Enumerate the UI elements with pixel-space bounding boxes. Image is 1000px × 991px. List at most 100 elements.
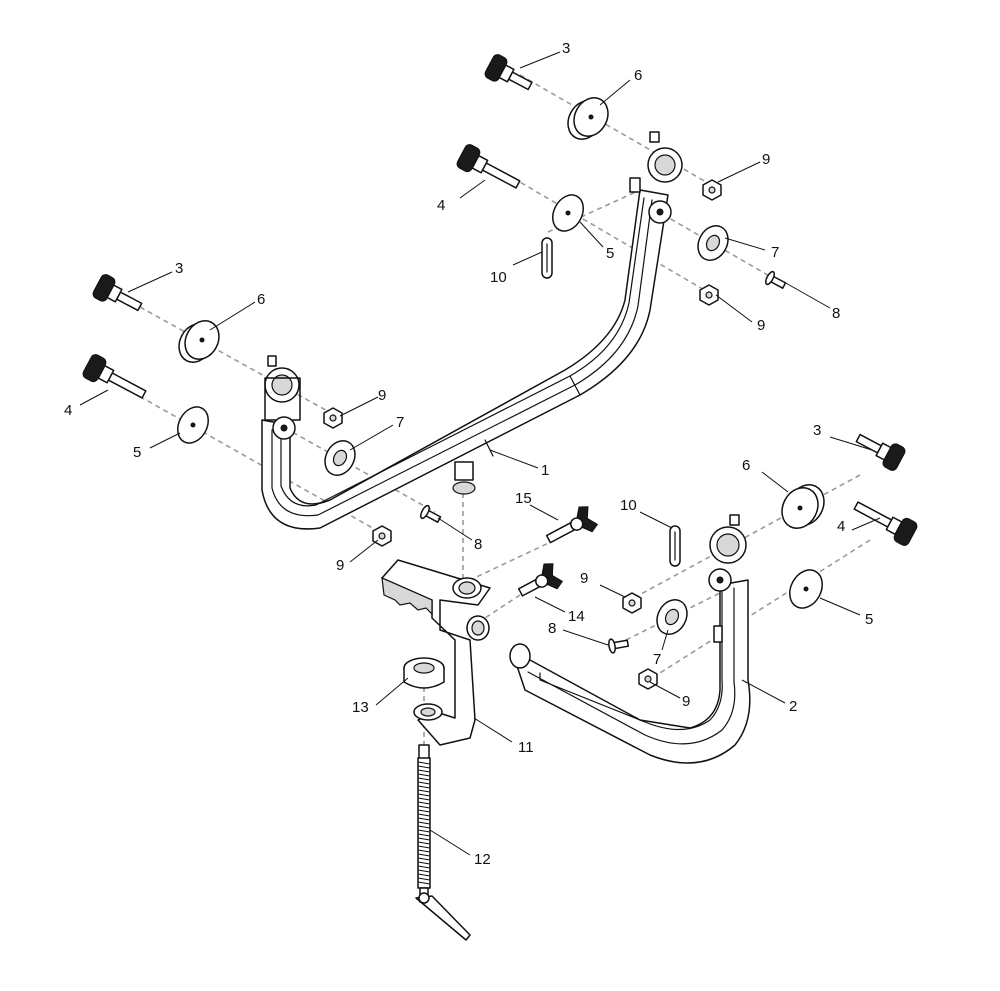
threaded-rod-12 — [415, 744, 471, 941]
nut-9-f — [638, 668, 658, 690]
rod-thread — [417, 817, 431, 821]
rod-thread — [417, 853, 431, 857]
callout-5-top: 5 — [606, 245, 614, 262]
knob-screw-3-top — [484, 54, 533, 91]
rod-thread — [417, 813, 431, 817]
callout-7-right: 7 — [653, 651, 661, 668]
callout-4-right: 4 — [837, 518, 845, 535]
washer-5-top — [552, 194, 584, 232]
pin-8-right — [608, 638, 630, 654]
rod-thread — [417, 777, 431, 781]
callout-8-left: 8 — [474, 536, 482, 553]
callout-4-top: 4 — [437, 197, 445, 214]
knob-screw-3-right — [855, 433, 906, 471]
spacer-7-top — [697, 225, 729, 261]
clamp-body-11 — [381, 559, 491, 746]
disc-6-left — [178, 320, 220, 363]
callout-5-right: 5 — [865, 611, 873, 628]
callout-7-top: 7 — [771, 244, 779, 261]
rod-thread — [417, 789, 431, 793]
nut-9-c — [323, 407, 343, 429]
callout-10-top: 10 — [490, 269, 507, 286]
clip-10-right — [669, 525, 681, 567]
rod-thread — [417, 781, 431, 785]
clamp-pad-13 — [403, 657, 445, 689]
washer-5-left — [177, 406, 209, 444]
callout-6-right: 6 — [742, 457, 750, 474]
rod-thread — [417, 793, 431, 797]
callout-12: 12 — [474, 851, 491, 868]
callout-8-right: 8 — [548, 620, 556, 637]
callout-9-d: 9 — [336, 557, 344, 574]
rod-thread — [417, 825, 431, 829]
rod-thread — [417, 821, 431, 825]
rod-thread — [417, 773, 431, 777]
callout-11: 11 — [518, 739, 534, 756]
knob-screw-4-right — [853, 501, 918, 546]
bracket-arm-1 — [261, 131, 683, 530]
callout-13: 13 — [352, 699, 369, 716]
disc-6-top — [567, 97, 609, 140]
callout-3-right: 3 — [813, 422, 821, 439]
callout-labels: 1 2 3 3 3 4 4 4 5 5 5 6 6 6 7 7 7 8 8 8 … — [64, 40, 873, 868]
callout-9-c: 9 — [378, 387, 386, 404]
bracket-arm-2 — [509, 514, 751, 764]
rod-thread — [417, 873, 431, 877]
pin-8-top — [765, 270, 787, 289]
callout-9-a: 9 — [762, 151, 770, 168]
wing-screw-15 — [545, 506, 599, 544]
nut-9-b — [699, 284, 719, 306]
knob-screw-4-left — [82, 354, 147, 399]
rod-thread — [417, 765, 431, 769]
rod-thread — [417, 829, 431, 833]
knob-screw-4-top — [456, 144, 521, 189]
callout-9-b: 9 — [757, 317, 765, 334]
leader-lines — [79, 51, 881, 856]
nut-9-a — [702, 179, 722, 201]
callout-3-top: 3 — [562, 40, 570, 57]
wing-screw-14 — [517, 563, 564, 597]
pin-8-left — [420, 504, 442, 523]
washer-5-right — [789, 569, 823, 609]
rod-thread — [417, 801, 431, 805]
callout-3-left: 3 — [175, 260, 183, 277]
spacer-7-right — [656, 599, 688, 635]
callout-10-right: 10 — [620, 497, 637, 514]
rod-thread — [417, 785, 431, 789]
callout-9-e: 9 — [580, 570, 588, 587]
rod-thread — [417, 797, 431, 801]
rod-thread — [417, 861, 431, 865]
rod-thread — [417, 845, 431, 849]
rod-thread — [417, 809, 431, 813]
callout-6-left: 6 — [257, 291, 265, 308]
disc-6-right — [781, 484, 825, 529]
spacer-7-left — [324, 440, 356, 476]
nut-9-d — [372, 525, 392, 547]
callout-4-left: 4 — [64, 402, 72, 419]
rod-thread — [417, 877, 431, 881]
rod-thread — [417, 869, 431, 873]
callout-14: 14 — [568, 608, 585, 625]
rod-thread — [417, 833, 431, 837]
rod-thread — [417, 857, 431, 861]
rod-thread — [417, 837, 431, 841]
rod-thread — [417, 841, 431, 845]
callout-6-top: 6 — [634, 67, 642, 84]
nut-9-e — [622, 592, 642, 614]
rod-thread — [417, 805, 431, 809]
rod-thread — [417, 761, 431, 765]
callout-5-left: 5 — [133, 444, 141, 461]
rod-thread — [417, 769, 431, 773]
callout-15: 15 — [515, 490, 532, 507]
clip-10-top — [541, 237, 553, 279]
callout-2: 2 — [789, 698, 797, 715]
rod-thread — [417, 881, 431, 885]
knob-screw-3-left — [92, 274, 143, 312]
callout-1: 1 — [541, 462, 549, 479]
callout-8-top: 8 — [832, 305, 840, 322]
rod-thread — [417, 865, 431, 869]
callout-9-f: 9 — [682, 693, 690, 710]
rod-thread — [417, 849, 431, 853]
callout-7-left: 7 — [396, 414, 404, 431]
